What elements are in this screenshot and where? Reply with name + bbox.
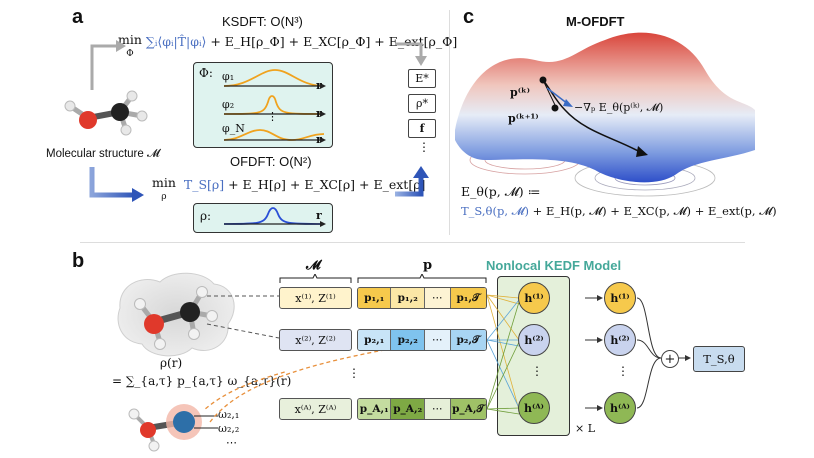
row1-p: p₁,₁ p₁,₂ ⋯ p₁,𝒯	[357, 287, 487, 309]
dashed-connectors	[205, 295, 285, 411]
row2-p-cell: p₂,₂	[391, 330, 425, 350]
density-box-label: ρ:	[200, 209, 212, 223]
orbital-label-n: φ_N	[222, 122, 245, 135]
basis-label-dots: ⋯	[226, 436, 237, 449]
times-l: × L	[575, 422, 596, 435]
kedf-connections	[487, 294, 691, 415]
output-node-2: h⁽²⁾	[604, 324, 636, 356]
sum-node: +	[661, 350, 679, 368]
orbital-axis-2: r	[316, 107, 322, 120]
result-density: ρ*	[408, 94, 436, 113]
divider-vertical	[449, 10, 450, 235]
orbital-box	[193, 62, 333, 148]
row2-p: p₂,₁ p₂,₂ ⋯ p₂,𝒯	[357, 329, 487, 351]
row1-p-cell: p₁,𝒯	[450, 288, 486, 308]
kedf-node-dots: ⋮	[531, 364, 543, 378]
row2-p-cell: p₂,₁	[358, 330, 392, 350]
p-brace	[357, 274, 487, 283]
row3-p-cell: p_A,₁	[358, 399, 392, 419]
ofdft-rest-terms: + E_H[ρ] + E_XC[ρ] + E_ext[ρ]	[224, 177, 426, 192]
row3-p-cell: p_A,𝒯	[450, 399, 486, 419]
result-energy: E*	[408, 69, 436, 88]
kedf-node-1: h⁽¹⁾	[518, 282, 550, 314]
ksdft-min-sub: Φ	[126, 49, 134, 59]
row1-p-cell: p₁,₁	[358, 288, 392, 308]
ofdft-title: OFDFT: O(N²)	[230, 154, 312, 169]
row-dots: ⋮	[348, 366, 360, 380]
m-header: 𝓜	[306, 258, 321, 273]
dashed-orange-connector	[209, 343, 419, 423]
output-kinetic-box: T_S,θ	[693, 346, 745, 372]
molecule-b-icon	[117, 272, 235, 357]
orbital-plots	[223, 69, 326, 143]
ofdft-equation: min ρ T_S[ρ] + E_H[ρ] + E_XC[ρ] + E_ext[…	[152, 175, 426, 203]
output-node-dots: ⋮	[617, 364, 629, 378]
panel-label-a: a	[72, 6, 84, 28]
density-box	[193, 203, 333, 233]
orbital-axis-1: r	[316, 79, 322, 92]
ksdft-title: KSDFT: O(N³)	[222, 14, 303, 29]
divider-horizontal	[80, 242, 745, 243]
row3-p-cell: p_A,₂	[391, 399, 425, 419]
result-dots: ⋮	[418, 140, 430, 154]
energy-definition-rhs: T_S,θ(p, 𝓜) + E_H(p, 𝓜) + E_XC(p, 𝓜) + E…	[461, 204, 777, 219]
row3-p: p_A,₁ p_A,₂ ⋯ p_A,𝒯	[357, 398, 487, 420]
kedf-node-3: h⁽ᴬ⁾	[518, 392, 550, 424]
ksdft-arrow	[90, 40, 126, 90]
row1-p-cell: ⋯	[424, 288, 451, 308]
density-expansion: = ∑_{a,τ} p_{a,τ} ω_{a,τ}(r)	[112, 374, 292, 388]
row2-p-cell: p₂,𝒯	[450, 330, 486, 350]
point-k-label: p⁽ᵏ⁾	[510, 86, 531, 99]
row2-p-cell: ⋯	[424, 330, 451, 350]
kedf-title: Nonlocal KEDF Model	[486, 258, 622, 273]
energy-kinetic-term: T_S,θ(p, 𝓜)	[461, 204, 529, 218]
kedf-node-2: h⁽²⁾	[518, 324, 550, 356]
ofdft-min-sub: ρ	[161, 192, 167, 202]
molecule-a-icon	[64, 90, 148, 136]
row3-p-cell: ⋯	[424, 399, 451, 419]
basis-molecule-icon	[128, 404, 218, 452]
gradient-label: −∇ₚ E_θ(p⁽ᵏ⁾, 𝓜)	[574, 101, 664, 114]
row2-xz: x⁽²⁾, Z⁽²⁾	[279, 329, 352, 351]
row1-p-cell: p₁,₂	[391, 288, 425, 308]
basis-label-1: ω₂,₁	[218, 408, 240, 421]
density-plot	[223, 207, 326, 227]
energy-rest-terms: + E_H(p, 𝓜) + E_XC(p, 𝓜) + E_ext(p, 𝓜)	[529, 204, 777, 218]
orbital-box-label: Φ:	[199, 66, 213, 80]
output-node-3: h⁽ᴬ⁾	[604, 392, 636, 424]
energy-surface	[455, 32, 755, 197]
m-brace	[279, 274, 352, 283]
ksdft-min: min	[118, 32, 142, 47]
density-axis: r	[316, 209, 322, 222]
mofdft-title: M-OFDFT	[566, 14, 625, 29]
basis-label-2: ω₂,₂	[218, 422, 240, 435]
result-force: f	[408, 119, 436, 138]
row1-xz: x⁽¹⁾, Z⁽¹⁾	[279, 287, 352, 309]
ksdft-kinetic-term: ∑ᵢ⟨φᵢ|T̂|φᵢ⟩	[145, 34, 207, 49]
p-header: p	[423, 258, 433, 273]
output-node-1: h⁽¹⁾	[604, 282, 636, 314]
orbital-axis-3: r	[316, 133, 322, 146]
result-arrows	[395, 42, 429, 197]
ofdft-kinetic-term: T_S[ρ]	[183, 177, 225, 192]
density-expression: ρ(r)	[160, 356, 183, 370]
row3-xz: x⁽ᴬ⁾, Z⁽ᴬ⁾	[279, 398, 352, 420]
molecule-label: Molecular structure 𝓜	[46, 148, 160, 160]
ofdft-min: min	[152, 175, 176, 190]
point-k1-label: p⁽ᵏ⁺¹⁾	[508, 112, 539, 125]
panel-label-c: c	[463, 6, 475, 28]
orbital-label-2: φ₂	[222, 98, 235, 111]
ofdft-arrow	[89, 167, 144, 202]
orbital-dots: ⋮	[267, 110, 278, 123]
panel-label-b: b	[72, 250, 85, 272]
energy-def-lhs: E_θ(p, 𝓜) ≔	[461, 184, 541, 199]
orbital-label-1: φ₁	[222, 70, 235, 83]
energy-definition: E_θ(p, 𝓜) ≔	[461, 184, 541, 200]
